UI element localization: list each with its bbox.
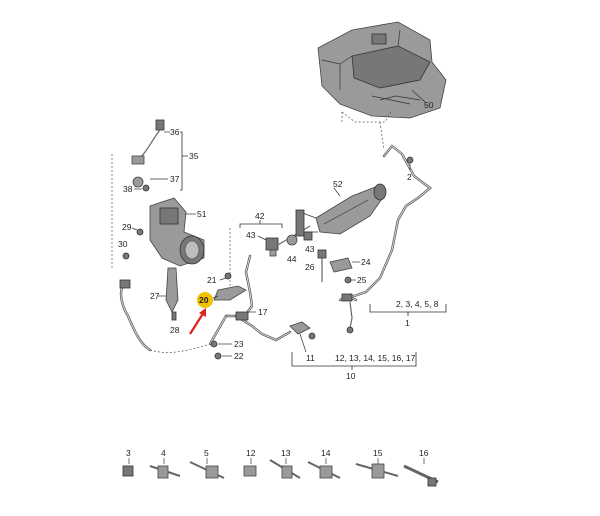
reservoir-tank [317, 21, 447, 119]
callout-38: 38 [123, 184, 133, 194]
bracket-27 [165, 267, 179, 313]
detail-part-12 [243, 465, 257, 477]
callout-21: 21 [207, 275, 217, 285]
callout-17: 17 [258, 307, 268, 317]
detail-label-14: 14 [321, 448, 331, 458]
bracket-35 [180, 131, 188, 191]
clip-24 [329, 257, 353, 273]
callout-2: 2 [407, 172, 412, 182]
detail-label-5: 5 [204, 448, 209, 458]
callout-42: 42 [255, 211, 265, 221]
delivery-line [340, 144, 432, 302]
callout-26: 26 [305, 262, 315, 272]
red-arrow-icon [189, 308, 206, 335]
callout-24: 24 [361, 257, 371, 267]
detail-part-15 [355, 463, 399, 479]
callout-52: 52 [333, 179, 343, 189]
detail-label-13: 13 [281, 448, 291, 458]
callout-23: 23 [234, 339, 244, 349]
callout-43b: 43 [305, 244, 315, 254]
detail-row: 3 4 5 12 13 14 [122, 448, 439, 487]
callout-28: 28 [170, 325, 180, 335]
callout-50: 50 [424, 100, 434, 110]
callout-25: 25 [357, 275, 367, 285]
callout-11: 11 [306, 353, 315, 363]
callout-22: 22 [234, 351, 244, 361]
callout-30: 30 [118, 239, 128, 249]
callout-51: 51 [197, 209, 207, 219]
detail-part-16 [403, 464, 439, 487]
detail-label-15: 15 [373, 448, 383, 458]
bracket-1 [369, 304, 447, 316]
clip-11 [289, 321, 311, 335]
bracket-42 [239, 220, 283, 228]
hose-dashed [149, 343, 211, 353]
callout-10: 10 [346, 371, 356, 381]
detail-label-12: 12 [246, 448, 256, 458]
detail-part-3 [122, 465, 134, 477]
callout-36: 36 [170, 127, 180, 137]
detail-part-13 [269, 459, 301, 479]
detail-label-4: 4 [161, 448, 166, 458]
callout-group-2-8: 2, 3, 4, 5, 8 [396, 299, 439, 309]
detail-label-16: 16 [419, 448, 429, 458]
leader-50 [411, 89, 426, 103]
bracket-20 [213, 285, 247, 301]
bracket-10 [291, 352, 417, 370]
detail-part-4 [149, 465, 181, 479]
callout-35: 35 [189, 151, 199, 161]
callout-43: 43 [246, 230, 256, 240]
left-hose-loop [119, 279, 152, 352]
detail-part-14 [307, 461, 341, 479]
callout-27: 27 [150, 291, 160, 301]
highlight-marker [197, 292, 213, 308]
tank-mount-outline [341, 109, 393, 124]
particle-filter [295, 183, 387, 237]
nox-sensor-assembly [131, 119, 165, 192]
detail-part-5 [189, 461, 225, 479]
pressure-sensor [265, 237, 279, 257]
callout-1: 1 [405, 318, 410, 328]
callout-group-12-17: 12, 13, 14, 15, 16, 17 [335, 353, 416, 363]
callout-44: 44 [287, 254, 297, 264]
callout-29: 29 [122, 222, 132, 232]
catalytic-converter [149, 197, 205, 267]
callout-37: 37 [170, 174, 180, 184]
detail-label-3: 3 [126, 448, 131, 458]
callout-20: 20 [199, 295, 209, 305]
